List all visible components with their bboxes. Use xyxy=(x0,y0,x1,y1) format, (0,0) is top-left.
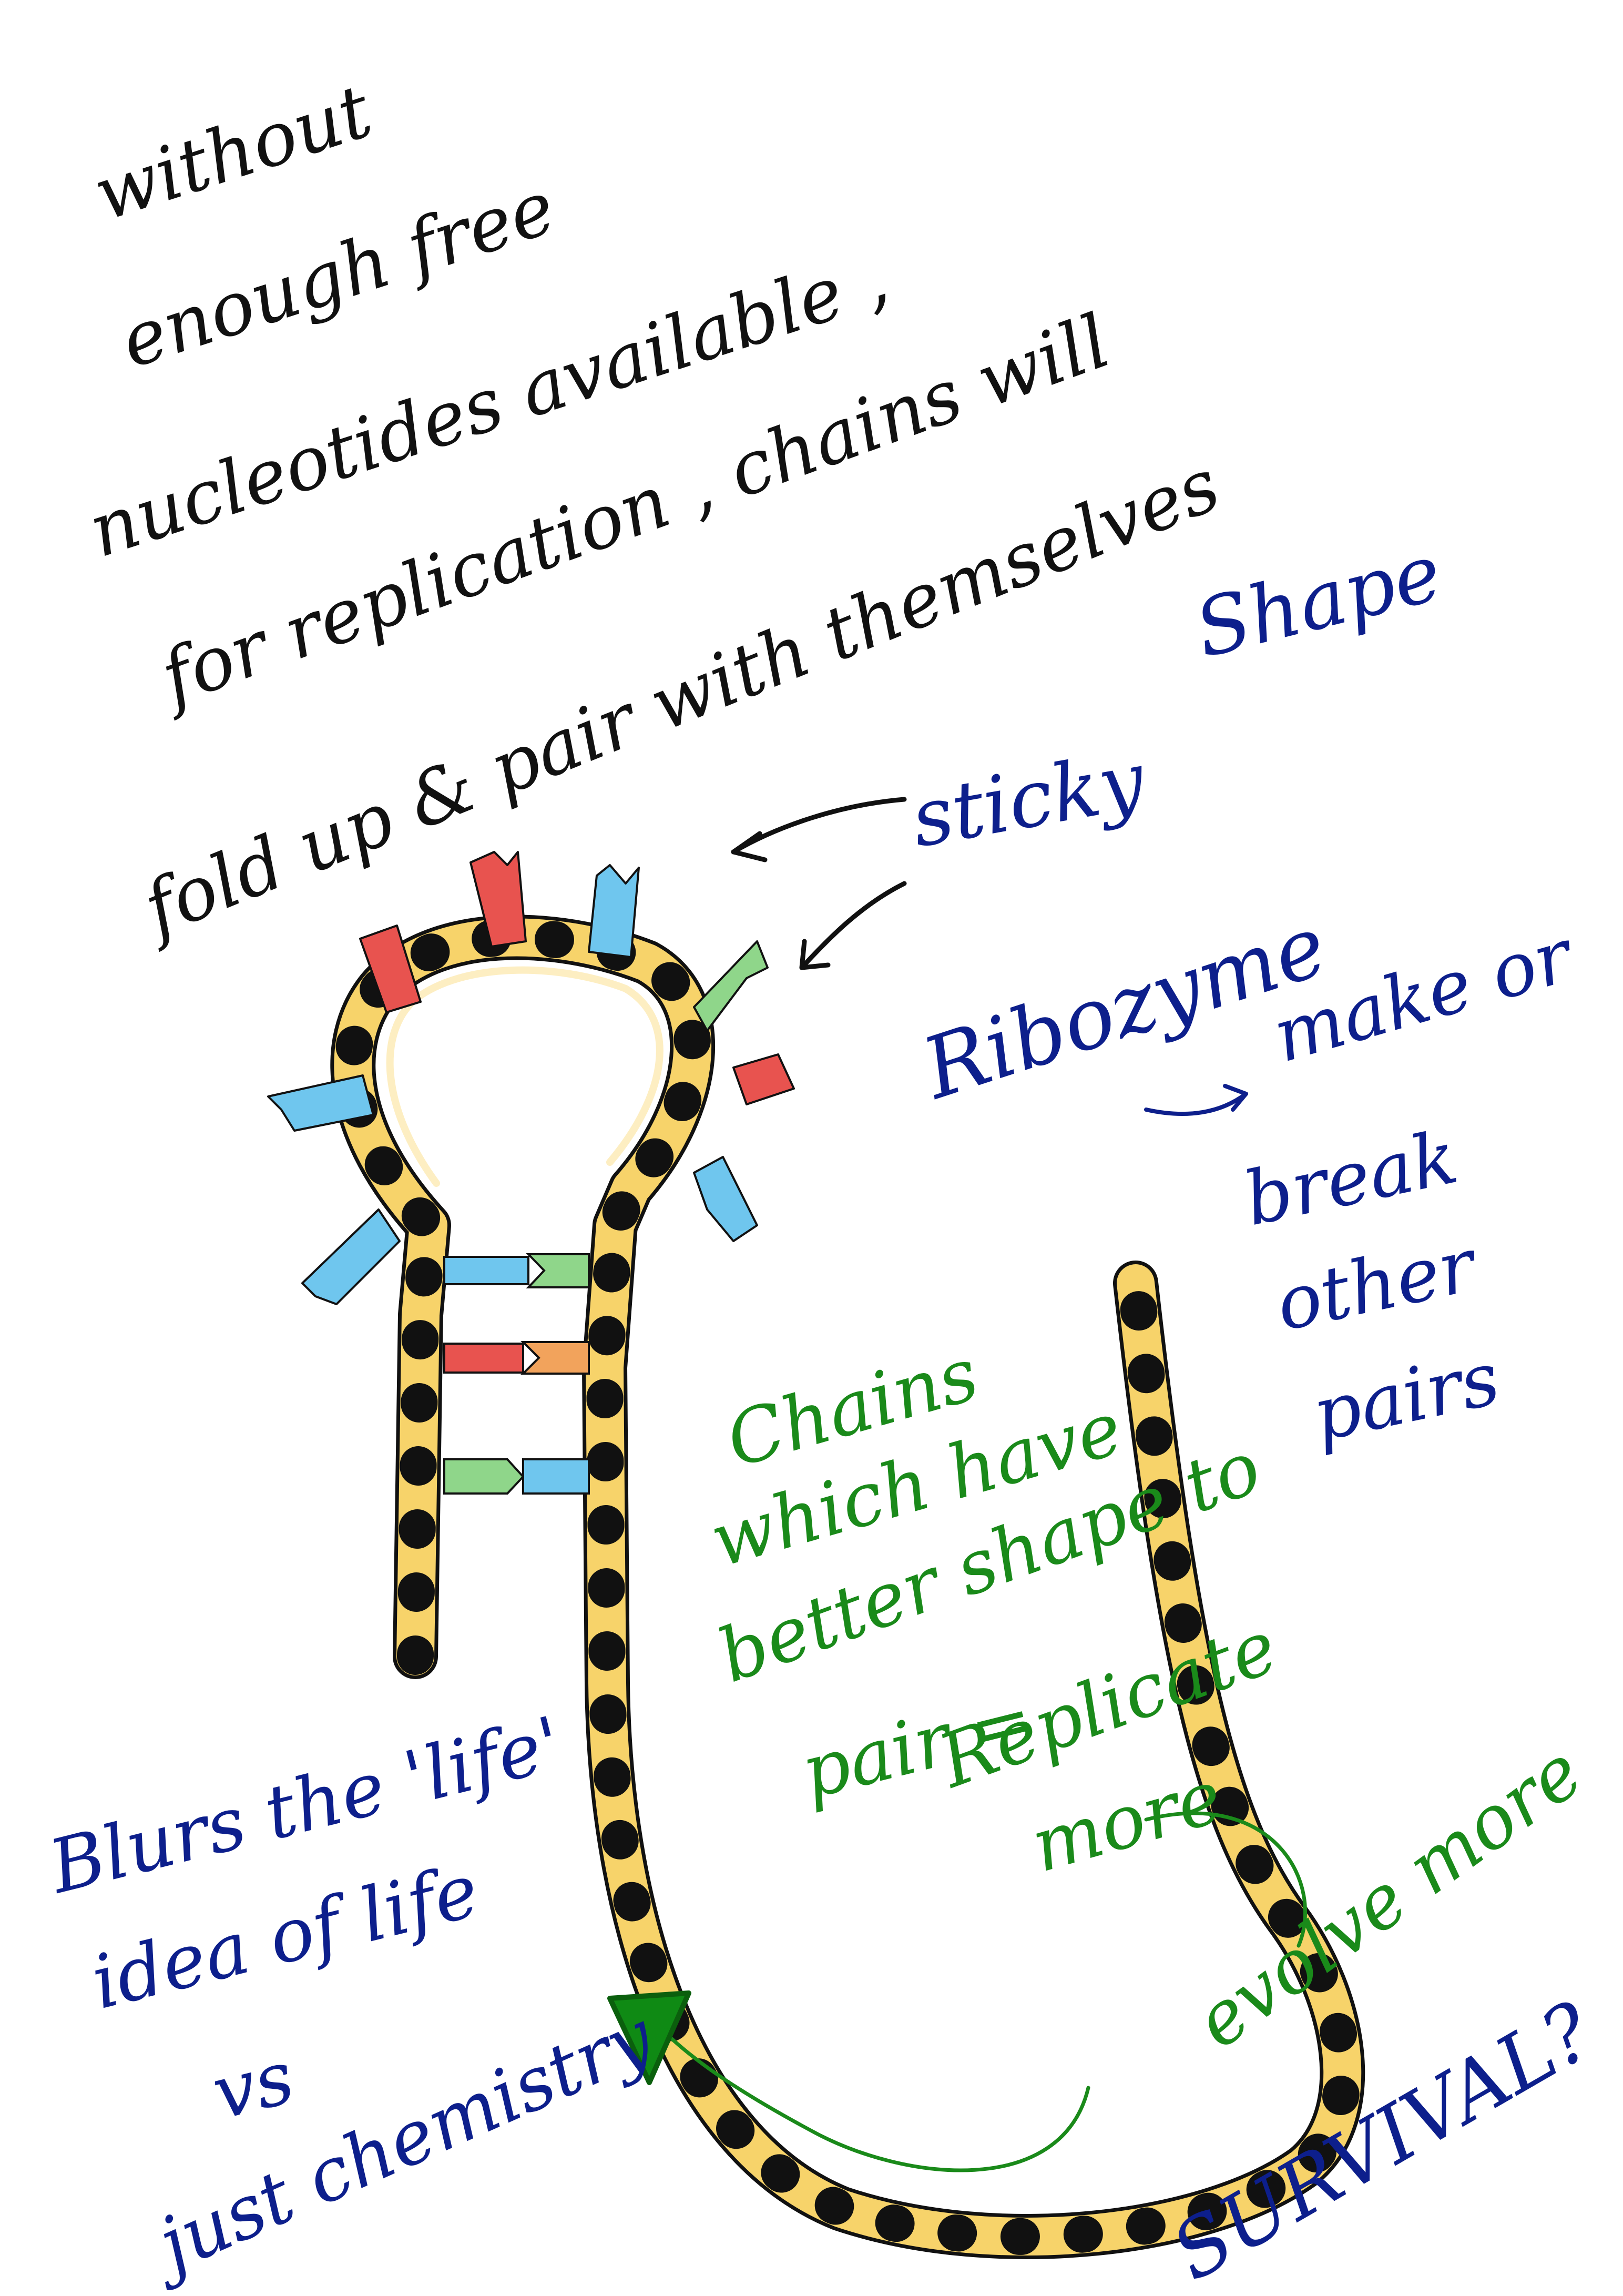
base-pair-1 xyxy=(443,1253,590,1288)
ribozyme-role-line-3: other xyxy=(1269,1222,1486,1348)
ribozyme-role-note: make or break other pairs xyxy=(1237,912,1584,1458)
base-pair-3 xyxy=(443,1458,590,1495)
survival-arrowhead xyxy=(607,1990,691,2085)
base-pair-2 xyxy=(443,1341,590,1375)
base-green-1 xyxy=(693,940,769,1032)
ribozyme-arrow xyxy=(1144,1084,1248,1116)
life-line-3: vs xyxy=(205,2034,302,2137)
life-line-1: Blurs the 'life' xyxy=(40,1701,570,1911)
sticky-arrow-2 xyxy=(799,881,907,970)
chains-line-6: more xyxy=(1022,1754,1231,1889)
base-red-1 xyxy=(359,925,422,1013)
rna-strand xyxy=(330,915,1365,2259)
arrows xyxy=(607,797,1308,2172)
sticky-arrow-1 xyxy=(731,797,907,862)
stem-base-pairs xyxy=(443,1253,590,1495)
base-blue-4 xyxy=(301,1208,401,1305)
intro-line-1: without xyxy=(84,68,382,238)
base-blue-3 xyxy=(267,1074,374,1132)
life-question-note: Blurs the 'life' idea of life vs just ch… xyxy=(40,1701,667,2294)
base-blue-2 xyxy=(693,1156,758,1242)
survival-arrow xyxy=(607,1811,1308,2172)
shape-label: Shape xyxy=(1187,527,1451,676)
base-red-2 xyxy=(469,851,527,948)
ribozyme-role-line-2: break xyxy=(1237,1114,1465,1243)
base-blue-1 xyxy=(588,864,640,958)
sticky-label: sticky xyxy=(905,734,1152,865)
backbone-segment-marks xyxy=(334,919,1361,2255)
ribozyme-role-line-4: pairs xyxy=(1305,1336,1507,1459)
loop-unpaired-bases xyxy=(267,851,795,1305)
base-red-3 xyxy=(732,1053,795,1105)
life-line-4: just chemistry xyxy=(134,1994,667,2294)
